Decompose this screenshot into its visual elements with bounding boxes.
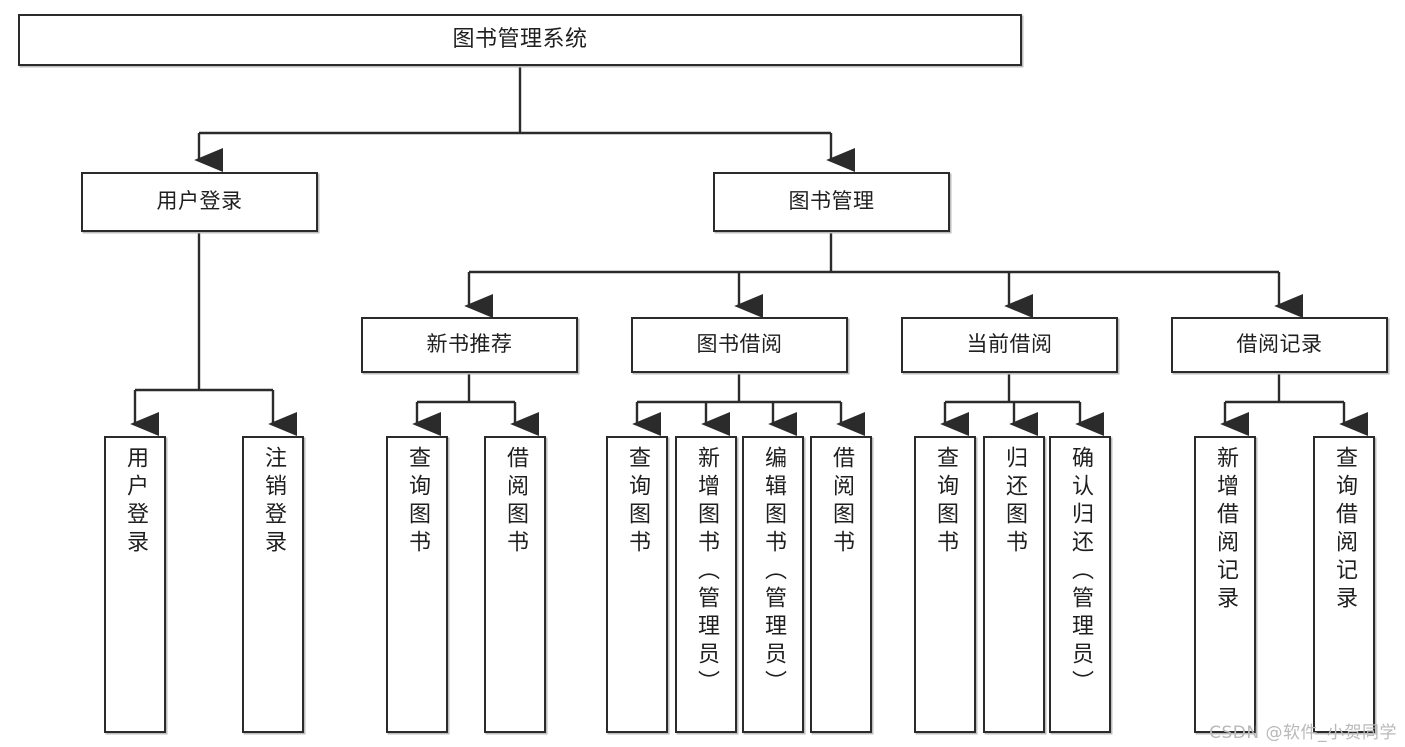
leaf-label: 新增借阅记录 (1213, 446, 1238, 614)
leaf-logout-login[interactable]: 注销登录 (242, 436, 304, 733)
leaf-label: 注销登录 (261, 446, 286, 558)
leaf-return-book[interactable]: 归还图书 (983, 436, 1045, 733)
leaf-add-book[interactable]: 新增图书（管理员） (675, 436, 737, 733)
node-user-login[interactable]: 用户登录 (81, 172, 318, 232)
leaf-label: 新增图书（管理员） (694, 446, 719, 698)
leaf-label: 归还图书 (1002, 446, 1027, 558)
node-label: 图书管理系统 (452, 26, 588, 52)
node-root-system[interactable]: 图书管理系统 (18, 14, 1022, 66)
node-label: 当前借阅 (966, 332, 1053, 357)
leaf-confirm-return[interactable]: 确认归还（管理员） (1049, 436, 1111, 733)
leaf-edit-book[interactable]: 编辑图书（管理员） (742, 436, 804, 733)
leaf-query-book-current[interactable]: 查询图书 (914, 436, 976, 733)
leaf-label: 查询图书 (625, 446, 650, 558)
node-book-borrow[interactable]: 图书借阅 (631, 317, 848, 373)
leaf-query-book-borrow[interactable]: 查询图书 (606, 436, 668, 733)
node-book-manage[interactable]: 图书管理 (713, 172, 950, 232)
leaf-label: 编辑图书（管理员） (761, 446, 786, 698)
leaf-label: 查询图书 (933, 446, 958, 558)
node-label: 借阅记录 (1236, 332, 1323, 357)
leaf-query-borrow-record[interactable]: 查询借阅记录 (1313, 436, 1375, 733)
node-label: 新书推荐 (426, 332, 513, 357)
leaf-label: 确认归还（管理员） (1068, 446, 1093, 698)
leaf-label: 查询图书 (405, 446, 430, 558)
node-new-book-recommend[interactable]: 新书推荐 (361, 317, 578, 373)
node-label: 图书借阅 (696, 332, 783, 357)
leaf-add-borrow-record[interactable]: 新增借阅记录 (1194, 436, 1256, 733)
csdn-watermark: CSDN @软件_小贺同学 (1209, 723, 1397, 743)
leaf-borrow-book[interactable]: 借阅图书 (810, 436, 872, 733)
node-label: 用户登录 (156, 189, 243, 214)
leaf-user-login[interactable]: 用户登录 (104, 436, 166, 733)
leaf-label: 查询借阅记录 (1332, 446, 1357, 614)
node-label: 图书管理 (788, 189, 875, 214)
leaf-label: 借阅图书 (829, 446, 854, 558)
node-current-borrow[interactable]: 当前借阅 (901, 317, 1118, 373)
leaf-label: 用户登录 (123, 446, 148, 558)
node-borrow-record[interactable]: 借阅记录 (1171, 317, 1388, 373)
leaf-label: 借阅图书 (503, 446, 528, 558)
leaf-borrow-book-recommend[interactable]: 借阅图书 (484, 436, 546, 733)
leaf-query-book-recommend[interactable]: 查询图书 (386, 436, 448, 733)
